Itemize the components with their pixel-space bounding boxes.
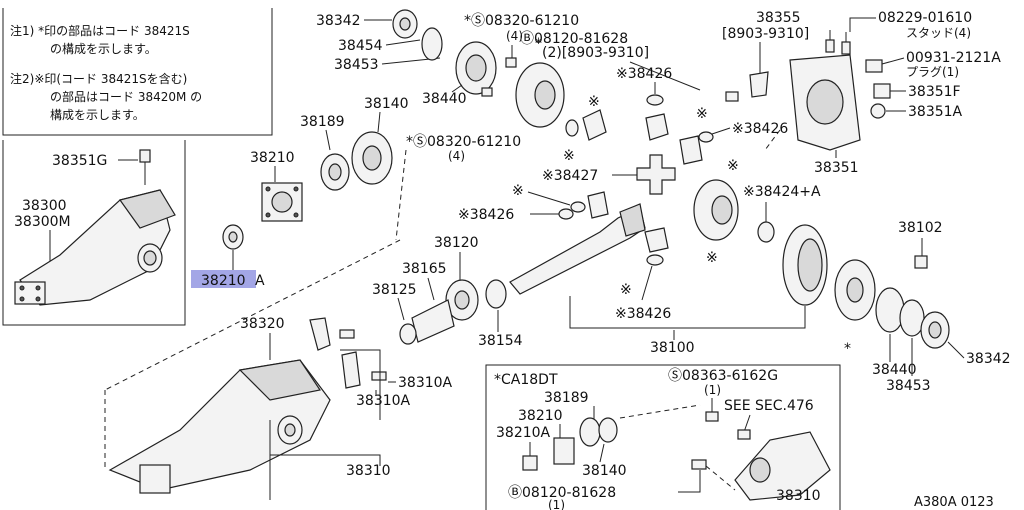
label-00931-sub: プラグ(1) bbox=[906, 65, 959, 79]
label-see-sec[interactable]: SEE SEC.476 bbox=[724, 398, 814, 414]
label-38426-d[interactable]: ※38426 bbox=[615, 306, 671, 322]
mark-kome-3: ※ bbox=[696, 106, 708, 122]
label-38210A-highlight[interactable]: 38210 bbox=[201, 273, 246, 289]
mark-kome-5: ※ bbox=[706, 250, 718, 266]
inset-label-38310[interactable]: 38310 bbox=[776, 488, 821, 504]
label-00931[interactable]: 00931-2121A bbox=[906, 50, 1001, 66]
label-38189[interactable]: 38189 bbox=[300, 114, 345, 130]
inset-label-38189[interactable]: 38189 bbox=[544, 390, 589, 406]
label-kome-bottom: ※ bbox=[620, 282, 632, 298]
label-08363[interactable]: Ⓢ08363-6162G bbox=[668, 368, 778, 384]
label-38342-top[interactable]: 38342 bbox=[316, 13, 361, 29]
diff-assembly-drawing bbox=[14, 189, 176, 306]
mark-star-a: * bbox=[535, 36, 542, 52]
label-38351G[interactable]: 38351G bbox=[52, 153, 107, 169]
mark-kome-2: ※ bbox=[563, 148, 575, 164]
label-08120-top[interactable]: Ⓑ08120-81628 bbox=[520, 31, 628, 47]
label-38351[interactable]: 38351 bbox=[814, 160, 859, 176]
label-38355[interactable]: 38355 bbox=[756, 10, 801, 26]
label-08229[interactable]: 08229-01610 bbox=[878, 10, 972, 26]
mark-kome-4: ※ bbox=[727, 158, 739, 174]
label-38453-top[interactable]: 38453 bbox=[334, 57, 379, 73]
label-38453-r[interactable]: 38453 bbox=[886, 378, 931, 394]
label-38300M[interactable]: 38300M bbox=[14, 214, 71, 230]
label-38424[interactable]: ※38424+A bbox=[743, 184, 821, 200]
label-38210[interactable]: 38210 bbox=[250, 150, 295, 166]
note-2c: 構成を示します。 bbox=[50, 108, 145, 122]
highlight-38210A bbox=[191, 270, 256, 288]
label-38310[interactable]: 38310 bbox=[346, 463, 391, 479]
label-38165[interactable]: 38165 bbox=[402, 261, 447, 277]
label-08320-top[interactable]: *Ⓢ08320-61210 bbox=[464, 13, 579, 29]
label-38320[interactable]: 38320 bbox=[240, 316, 285, 332]
diagram-ref-code: A380A 0123 bbox=[914, 495, 994, 510]
label-38351F[interactable]: 38351F bbox=[908, 84, 961, 100]
label-38140[interactable]: 38140 bbox=[364, 96, 409, 112]
label-38100[interactable]: 38100 bbox=[650, 340, 695, 356]
label-08320-mid[interactable]: *Ⓢ08320-61210 bbox=[406, 134, 521, 150]
label-08320-mid-qty: (4) bbox=[448, 149, 465, 163]
label-38351A[interactable]: 38351A bbox=[908, 104, 963, 120]
pinion-shaft: 38120 38165 38125 38154 bbox=[372, 203, 646, 349]
mark-star-b: * bbox=[844, 341, 851, 357]
inset-title: *CA18DT bbox=[494, 372, 558, 388]
label-38426-b[interactable]: ※38426 bbox=[732, 121, 788, 137]
top-center-parts: 38342 38454 38453 38440 *Ⓢ08320-61210 (4… bbox=[191, 9, 701, 289]
label-38426-c[interactable]: ※38426 bbox=[458, 207, 514, 223]
label-08120-bot[interactable]: Ⓑ08120-81628 bbox=[508, 485, 616, 501]
label-08229-sub: スタッド(4) bbox=[906, 26, 971, 40]
label-38440-r[interactable]: 38440 bbox=[872, 362, 917, 378]
mark-kome-1: ※ bbox=[588, 94, 600, 110]
label-08120-bot-qty: (1) bbox=[548, 498, 565, 510]
notes-box: 注1) *印の部品はコード 38421S の構成を示します。 注2)※印(コード… bbox=[2, 8, 273, 136]
note-2b: の部品はコード 38420M の bbox=[50, 89, 202, 104]
housing-group: 38320 38310A 38310A 38310 bbox=[104, 239, 453, 500]
label-38440-top[interactable]: 38440 bbox=[422, 91, 467, 107]
label-38310A-b[interactable]: 38310A bbox=[356, 393, 411, 409]
top-right-parts: 38355 [8903-9310] 08229-01610 スタッド(4) 00… bbox=[458, 10, 1001, 322]
inset-label-38210A[interactable]: 38210A bbox=[496, 425, 551, 441]
label-08363-qty: (1) bbox=[704, 383, 721, 397]
label-38210A-suffix: A bbox=[255, 273, 265, 289]
label-38454[interactable]: 38454 bbox=[338, 38, 383, 54]
label-38427[interactable]: ※38427 bbox=[542, 168, 598, 184]
label-38300[interactable]: 38300 bbox=[22, 198, 67, 214]
label-08120-top-qty: (2)[8903-9310] bbox=[542, 45, 649, 61]
note-2a: 注2)※印(コード 38421Sを含む) bbox=[10, 71, 187, 86]
label-38426-a[interactable]: ※38426 bbox=[616, 66, 672, 82]
left-assembly-box: 38351G 38300 38300M bbox=[2, 140, 186, 326]
label-38154[interactable]: 38154 bbox=[478, 333, 523, 349]
label-08320-top-qty: (4) bbox=[506, 29, 523, 43]
inset-label-38210[interactable]: 38210 bbox=[518, 408, 563, 424]
ring-gear-group: 38100 38102 * 38440 38453 38342 bbox=[569, 220, 1011, 394]
label-38342-r[interactable]: 38342 bbox=[966, 351, 1011, 367]
label-38310A-a[interactable]: 38310A bbox=[398, 375, 453, 391]
label-38125[interactable]: 38125 bbox=[372, 282, 417, 298]
label-38355-date: [8903-9310] bbox=[722, 26, 809, 42]
mark-kome-6: ※ bbox=[512, 183, 524, 199]
ca18dt-inset: *CA18DT Ⓢ08363-6162G (1) SEE SEC.476 381… bbox=[485, 364, 841, 510]
label-38102[interactable]: 38102 bbox=[898, 220, 943, 236]
inset-label-38140[interactable]: 38140 bbox=[582, 463, 627, 479]
note-1b: の構成を示します。 bbox=[50, 42, 157, 56]
label-38120[interactable]: 38120 bbox=[434, 235, 479, 251]
note-1a: 注1) *印の部品はコード 38421S bbox=[10, 23, 190, 38]
